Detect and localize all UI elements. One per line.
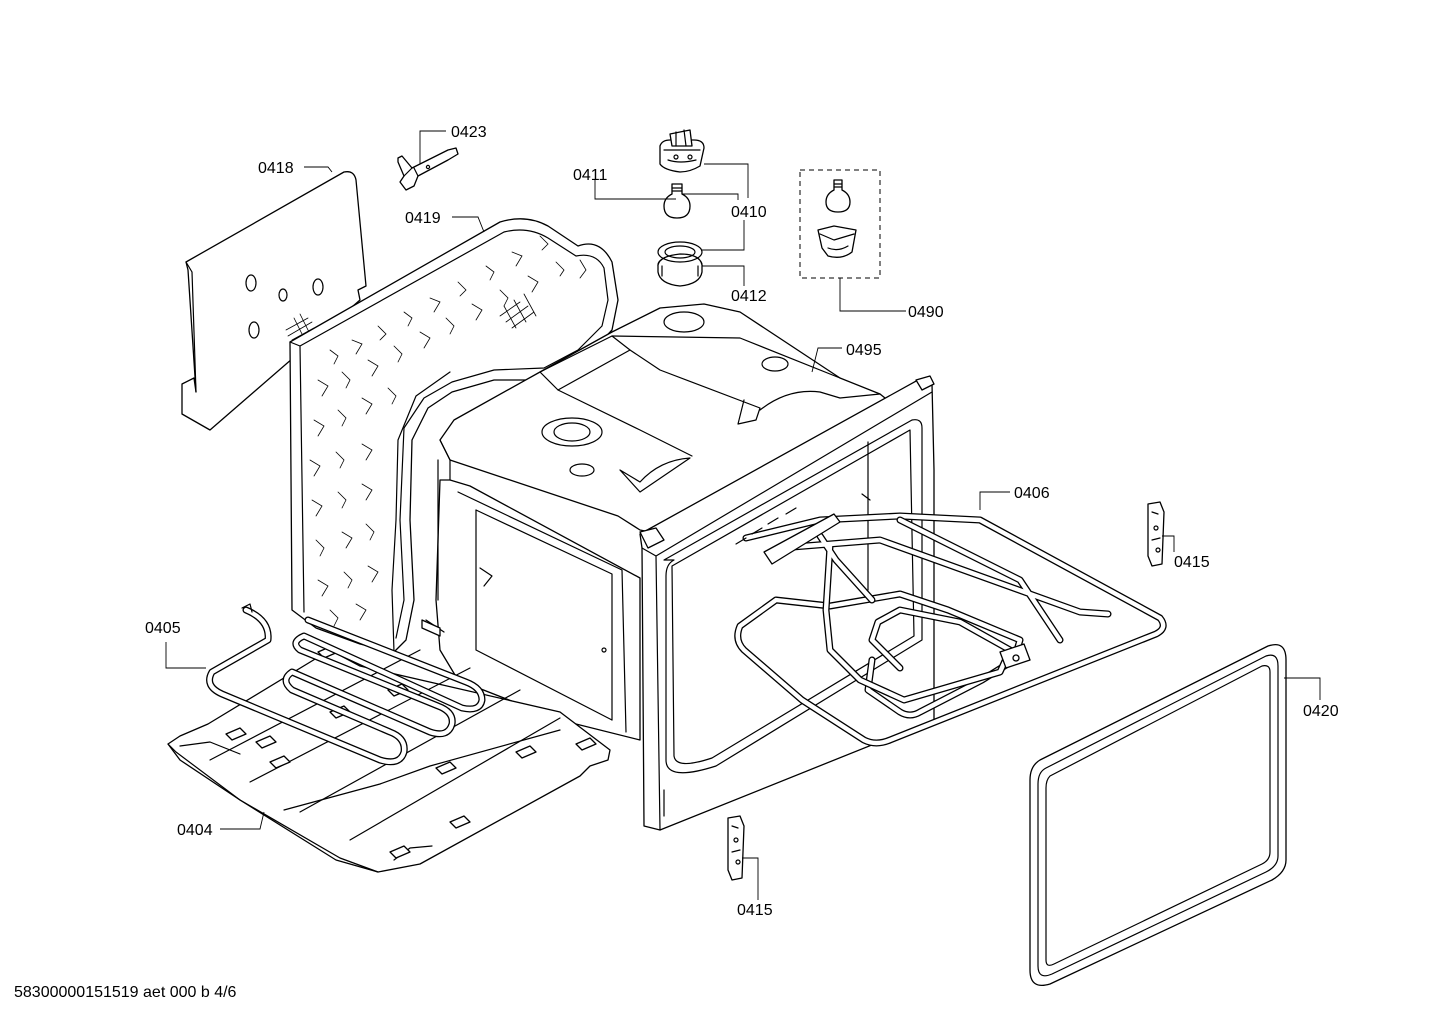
document-code: 58300000151519 aet 000 b 4/6 xyxy=(14,984,237,1001)
label-0415-right: 0415 xyxy=(1174,554,1210,571)
label-0405: 0405 xyxy=(145,620,181,637)
label-0406: 0406 xyxy=(1014,485,1050,502)
label-0410: 0410 xyxy=(731,204,767,221)
label-0415-bottom: 0415 xyxy=(737,902,773,919)
bracket-0423 xyxy=(397,147,459,191)
label-0419: 0419 xyxy=(405,210,441,227)
insulation-wrap-0419 xyxy=(289,218,619,653)
lamp-bulb-0411 xyxy=(663,183,691,219)
rail-0415-right xyxy=(1147,501,1165,567)
bottom-heater-0405 xyxy=(206,603,486,766)
label-0490: 0490 xyxy=(908,304,944,321)
leader-lines xyxy=(165,130,1321,900)
lamp-kit-0490 xyxy=(799,169,881,279)
label-0420: 0420 xyxy=(1303,703,1339,720)
label-0418: 0418 xyxy=(258,160,294,177)
label-0495: 0495 xyxy=(846,342,882,359)
oven-cavity-0495 xyxy=(421,303,935,831)
lamp-socket-0410 xyxy=(659,129,705,173)
rear-panel-0418 xyxy=(181,171,367,431)
label-0412: 0412 xyxy=(731,288,767,305)
rail-0415-bottom xyxy=(727,815,745,881)
lamp-ring-0412 xyxy=(657,241,703,287)
door-seal-0420 xyxy=(1029,643,1287,987)
label-0411: 0411 xyxy=(573,167,608,184)
label-0423: 0423 xyxy=(451,124,487,141)
insulation-texture xyxy=(309,235,587,627)
label-0404: 0404 xyxy=(177,822,213,839)
top-heater-0406 xyxy=(734,507,1167,747)
